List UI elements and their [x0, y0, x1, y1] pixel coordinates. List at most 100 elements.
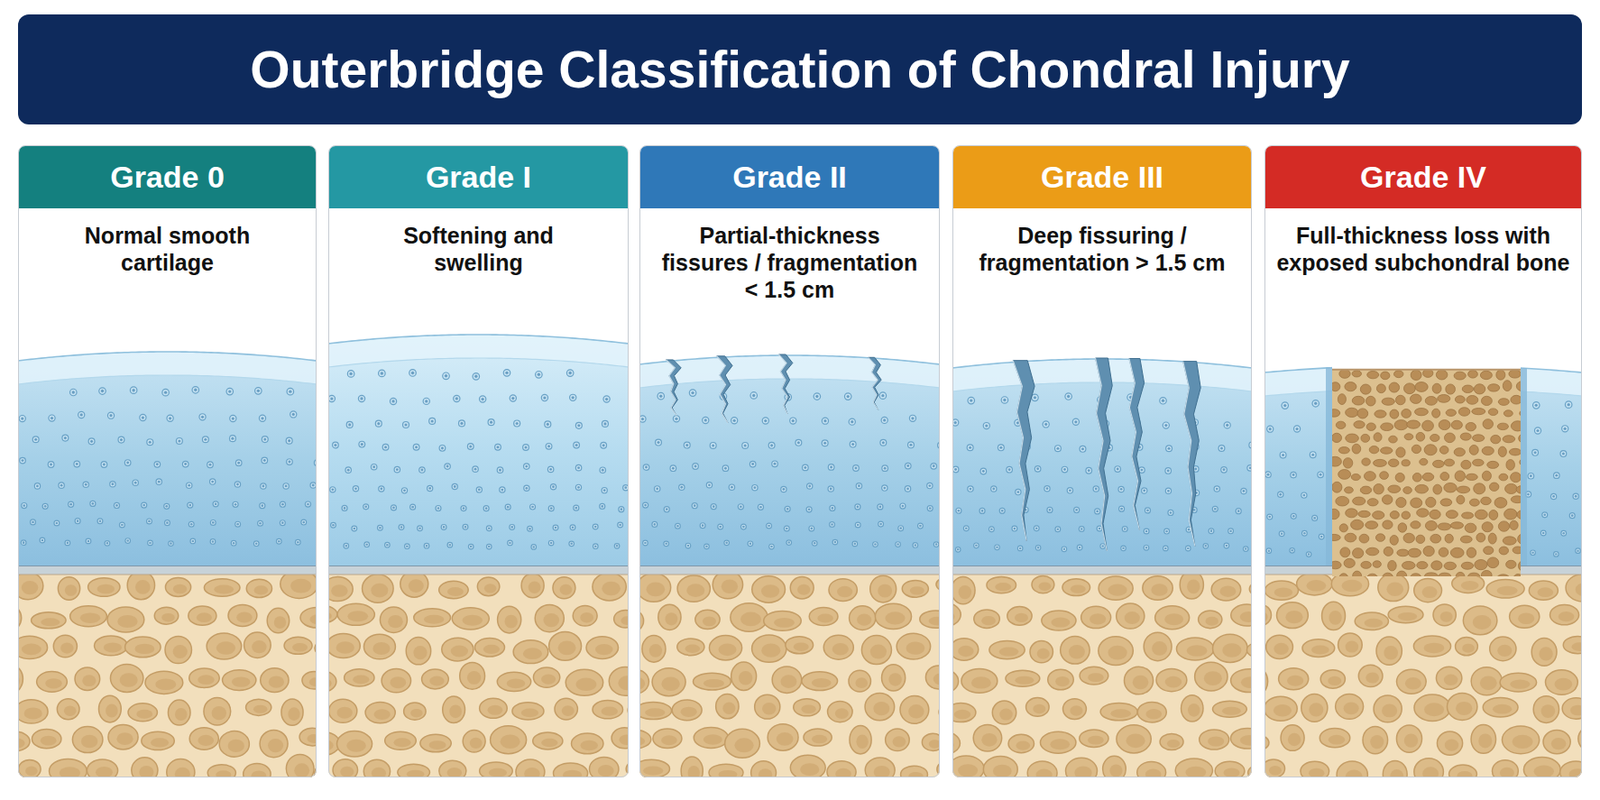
chondrocyte — [358, 441, 366, 448]
bone-pore — [72, 726, 103, 753]
pore-shade — [1570, 705, 1582, 717]
bone-pore — [1351, 370, 1361, 378]
cell-nucleus — [481, 397, 485, 401]
chondrocyte — [472, 466, 479, 472]
chondrocyte — [980, 468, 987, 475]
pore-shade — [1287, 675, 1304, 687]
bone-pore — [1414, 408, 1428, 416]
chondrocyte — [439, 445, 446, 452]
chondrocyte — [848, 418, 856, 425]
chondrocyte — [639, 415, 646, 423]
tidemark-plate — [328, 565, 629, 575]
pore-shade — [908, 704, 925, 718]
bone-pore — [751, 761, 777, 778]
pore-shade — [174, 708, 188, 721]
chondrocyte — [575, 464, 581, 470]
cell-nucleus — [1075, 508, 1078, 512]
pore-shade — [762, 702, 776, 715]
bone-pore — [1454, 470, 1465, 482]
fissure — [1012, 360, 1035, 542]
bone-pore — [849, 726, 872, 755]
bone-pore — [1488, 384, 1500, 392]
chondrocyte — [963, 525, 969, 532]
bone-pore — [801, 671, 838, 691]
pore-shade — [928, 616, 940, 626]
chondrocyte — [742, 442, 749, 450]
cartilage — [952, 358, 1252, 566]
bone-pore — [611, 727, 629, 749]
bone-pore — [1482, 698, 1518, 718]
chondrocyte — [623, 485, 629, 491]
bone-pore — [1332, 560, 1342, 570]
bone-pore — [1465, 473, 1478, 480]
chondrocyte — [165, 520, 171, 526]
defect-top-edge — [1332, 368, 1521, 371]
cell-nucleus — [708, 483, 711, 487]
bone-pore — [1380, 447, 1393, 454]
pore-shade — [134, 643, 155, 654]
chondrocyte — [821, 440, 828, 447]
pore-shade — [18, 738, 26, 749]
cement-line — [328, 573, 629, 575]
chondrocyte — [147, 540, 154, 546]
chondrocyte — [994, 544, 1001, 551]
bone-pore — [1380, 371, 1390, 380]
bone-pore — [1363, 471, 1376, 481]
cell-nucleus — [674, 417, 678, 421]
bone-pore — [1424, 444, 1437, 456]
bone-pore — [1497, 422, 1509, 430]
chondrocyte — [1533, 402, 1540, 409]
cell-nucleus — [671, 467, 675, 470]
bone-pore — [1509, 520, 1518, 530]
bone-pore — [1397, 549, 1409, 557]
bone-pore — [1339, 369, 1351, 379]
cell-nucleus — [214, 502, 218, 506]
chondrocyte — [413, 443, 420, 451]
chondrocyte — [1072, 418, 1079, 425]
cell-nucleus — [594, 525, 598, 529]
cell-nucleus — [1552, 495, 1555, 498]
bone-pore — [1425, 520, 1437, 531]
chondrocyte — [442, 372, 451, 380]
cell-nucleus — [751, 462, 755, 466]
chondrocyte — [1223, 422, 1231, 429]
bone-pore — [1231, 604, 1252, 626]
pore-shade — [228, 739, 245, 753]
bone-pore — [1100, 703, 1138, 721]
bone-pore — [1401, 561, 1416, 571]
pore-shade — [597, 764, 615, 777]
bone-pore — [1388, 560, 1397, 571]
cartilage-surface — [328, 334, 629, 368]
pore-shade — [910, 586, 925, 595]
cell-nucleus — [574, 506, 578, 510]
cell-nucleus — [1074, 420, 1077, 423]
chondrocyte — [70, 388, 78, 396]
cell-nucleus — [1164, 423, 1168, 427]
cell-nucleus — [969, 487, 973, 491]
cell-nucleus — [730, 486, 734, 489]
panel-illustration — [0, 145, 350, 786]
bone-pore — [1462, 385, 1473, 394]
pore-shade — [617, 675, 629, 690]
bone-pore — [1435, 666, 1462, 690]
cell-nucleus — [1008, 468, 1012, 471]
cell-nucleus — [1186, 547, 1190, 551]
bone-pore — [1519, 458, 1521, 466]
cell-nucleus — [474, 468, 478, 471]
bone-pore — [642, 635, 666, 663]
cell-nucleus — [718, 525, 722, 529]
chondrocyte — [1267, 425, 1274, 433]
cell-nucleus — [773, 462, 777, 466]
cell-nucleus — [1057, 527, 1060, 531]
pore-shade — [389, 676, 406, 689]
cell-nucleus — [64, 436, 67, 440]
cell-nucleus — [277, 540, 281, 543]
chondrocyte — [853, 465, 860, 472]
pore-shade — [1186, 644, 1208, 657]
bone-pore — [1159, 733, 1184, 750]
bone-pore — [754, 694, 781, 719]
cell-nucleus — [786, 507, 790, 511]
cell-nucleus — [418, 526, 422, 530]
cell-nucleus — [935, 542, 938, 546]
cell-nucleus — [881, 394, 884, 397]
